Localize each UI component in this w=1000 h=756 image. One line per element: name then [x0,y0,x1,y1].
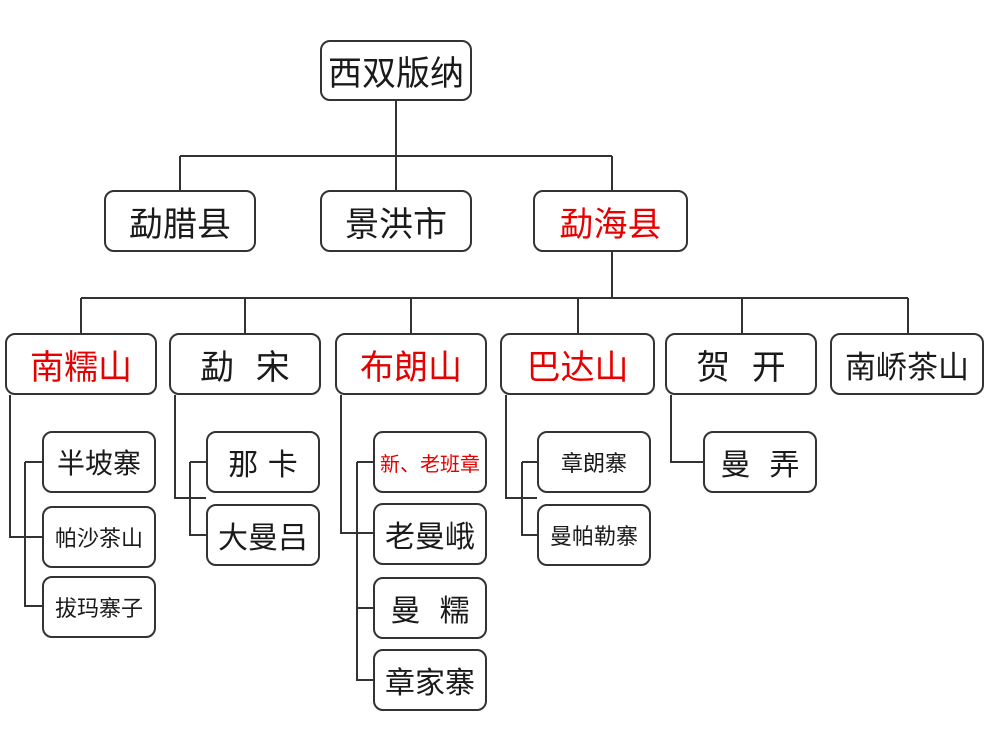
node-label: 勐腊县 [129,204,231,245]
node-county-menghai: 勐海县 [533,190,688,252]
connector-root-to-counties [179,100,613,190]
node-label: 半坡寨 [56,447,141,480]
connector-menghai-to-mountains [80,252,909,333]
connector-hekai-children [670,395,703,463]
node-village-manpale: 曼帕勒寨 [537,504,651,566]
node-label: 贺 开 [696,347,786,388]
node-village-banzhang: 新、老班章 [373,431,487,493]
node-mountain-nanqiao: 南峤茶山 [830,333,984,395]
node-root: 西双版纳 [320,40,472,101]
node-label: 章家寨 [385,666,475,701]
connector-bulang-children [340,395,373,681]
node-label: 勐 宋 [200,347,290,388]
node-label: 勐海县 [559,204,662,245]
node-village-pasha: 帕沙茶山 [42,506,156,568]
node-label: 南糯山 [30,347,132,388]
node-village-damanlv: 大曼吕 [206,504,320,566]
node-label: 布朗山 [360,347,462,388]
node-village-naka: 那 卡 [206,431,320,493]
node-county-mengla: 勐腊县 [104,190,256,252]
node-mountain-bulang: 布朗山 [335,333,487,395]
connector-nannuo-children [9,395,42,607]
node-label: 帕沙茶山 [54,527,143,552]
node-label: 新、老班章 [380,451,480,476]
node-village-banpozhai: 半坡寨 [42,431,156,493]
connector-bada-children [505,395,537,536]
node-village-mannuo: 曼 糯 [373,577,487,639]
node-label: 景洪市 [345,204,447,245]
node-village-laomane: 老曼峨 [373,503,487,565]
node-village-bama: 拔玛寨子 [42,576,156,638]
node-label: 那 卡 [228,448,298,483]
node-label: 曼 弄 [720,448,800,483]
node-village-zhanglang: 章朗寨 [537,431,651,493]
node-mountain-nannuo: 南糯山 [5,333,157,395]
node-village-zhangjiazhai: 章家寨 [373,649,487,711]
node-label: 曼 糯 [390,594,470,629]
node-label: 西双版纳 [328,54,464,94]
connector-mengsong-children [174,395,206,536]
node-mountain-mengsong: 勐 宋 [169,333,321,395]
node-label: 南峤茶山 [845,349,969,386]
node-county-jinghong: 景洪市 [320,190,472,252]
node-label: 章朗寨 [560,452,627,477]
node-mountain-bada: 巴达山 [500,333,655,395]
node-village-mannong: 曼 弄 [703,431,817,493]
node-label: 老曼峨 [385,520,475,555]
node-label: 大曼吕 [218,521,308,556]
node-mountain-hekai: 贺 开 [665,333,817,395]
node-label: 巴达山 [526,347,629,388]
node-label: 拔玛寨子 [54,597,143,622]
node-label: 曼帕勒寨 [549,525,638,550]
